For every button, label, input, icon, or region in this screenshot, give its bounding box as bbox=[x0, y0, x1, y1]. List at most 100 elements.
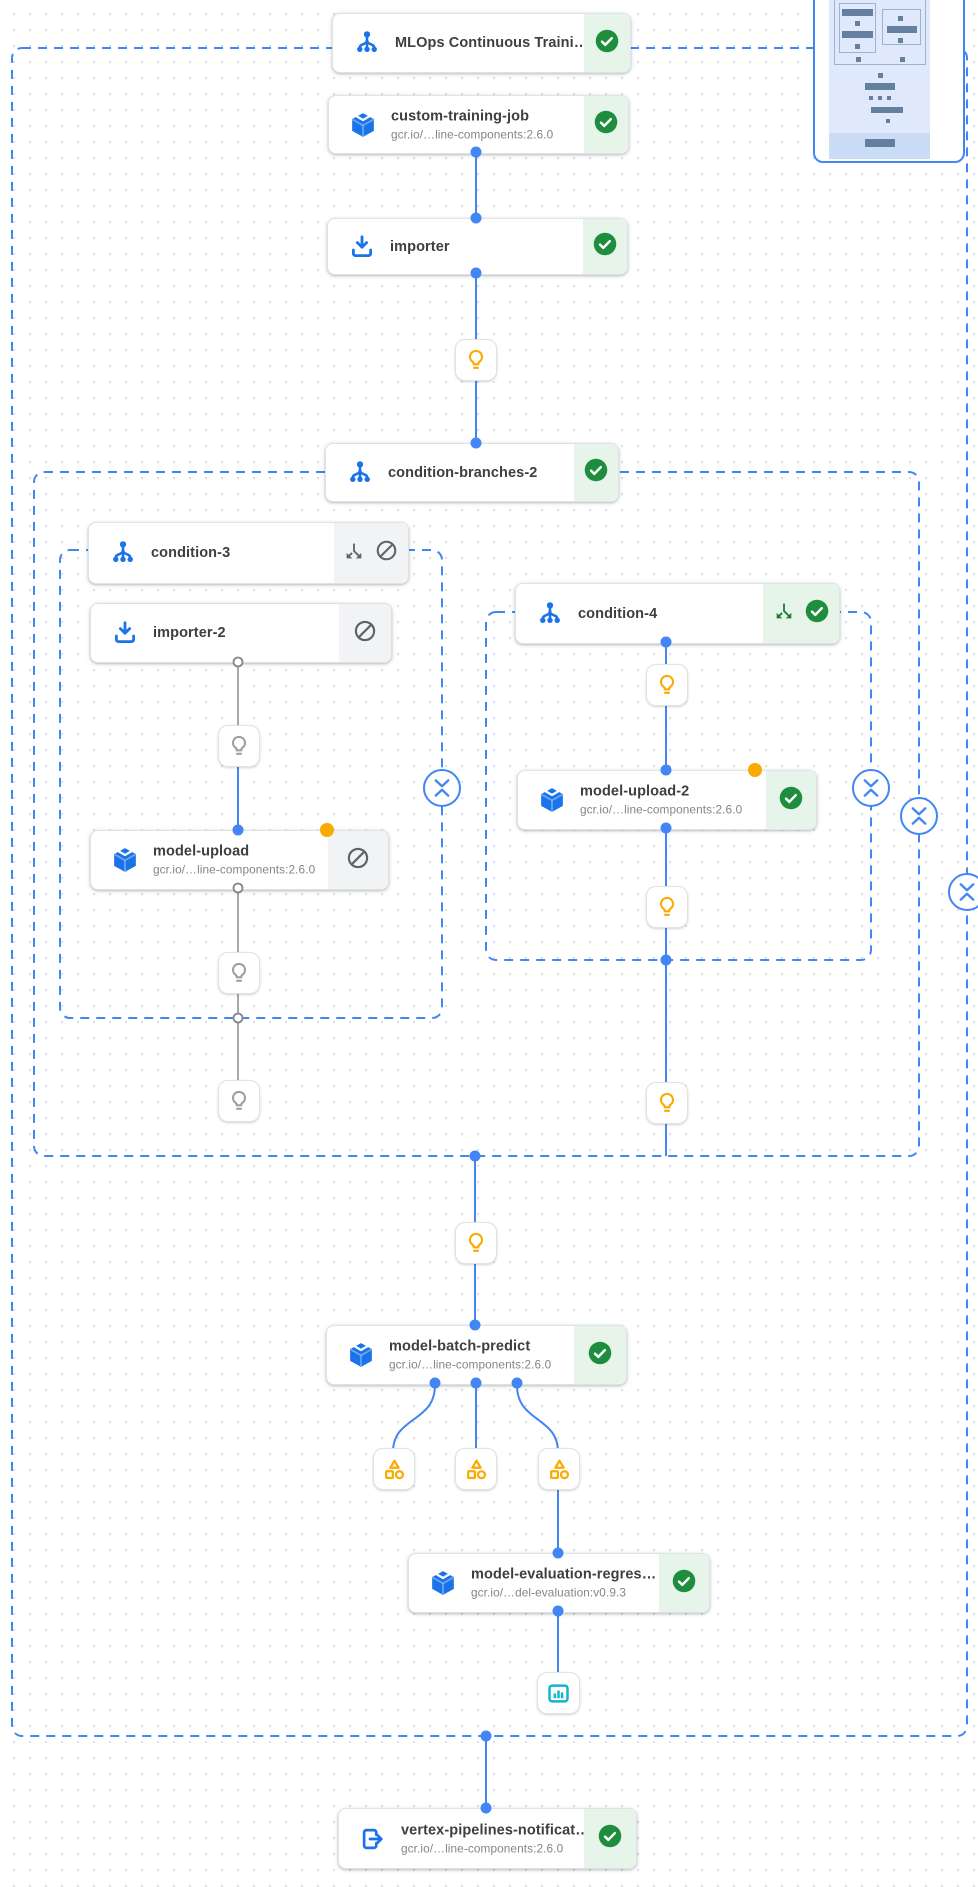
node-status-succeeded bbox=[584, 96, 628, 153]
blocked-icon bbox=[374, 538, 399, 568]
artifact-icon[interactable] bbox=[538, 1448, 580, 1490]
node-title: vertex-pipelines-notificat… bbox=[401, 1822, 590, 1838]
importer-icon bbox=[348, 233, 376, 261]
cube-component-icon bbox=[349, 111, 377, 139]
pipeline-node-condition-branches-2[interactable]: condition-branches-2 bbox=[325, 443, 619, 502]
condition-bulb-icon[interactable] bbox=[218, 1080, 260, 1122]
node-title: custom-training-job bbox=[391, 108, 530, 124]
condition-bulb-icon[interactable] bbox=[646, 1082, 688, 1124]
minimap-node bbox=[865, 83, 895, 90]
node-status-succeeded bbox=[583, 219, 627, 274]
pipeline-node-condition-4[interactable]: condition-4 bbox=[515, 583, 840, 644]
pipeline-node-condition-3[interactable]: condition-3 bbox=[88, 522, 409, 584]
pipeline-node-model-upload-2[interactable]: model-upload-2 gcr.io/…line-components:2… bbox=[517, 770, 817, 830]
minimap-node bbox=[856, 57, 861, 62]
condition-bulb-icon[interactable] bbox=[218, 725, 260, 767]
minimap[interactable] bbox=[813, 0, 965, 163]
node-status-skipped bbox=[334, 523, 408, 583]
node-title: model-upload-2 bbox=[580, 783, 690, 800]
expand-subdag-icon[interactable] bbox=[773, 600, 795, 627]
pipeline-node-custom-training-job[interactable]: custom-training-job gcr.io/…line-compone… bbox=[328, 95, 629, 154]
minimap-node bbox=[878, 96, 882, 100]
collapse-condition-3-button[interactable] bbox=[423, 769, 461, 807]
condition-bulb-icon[interactable] bbox=[646, 664, 688, 706]
minimap-node bbox=[900, 57, 905, 62]
pipeline-node-model-batch-predict[interactable]: model-batch-predict gcr.io/…line-compone… bbox=[326, 1325, 627, 1385]
unfold-less-icon bbox=[911, 807, 927, 825]
check-icon bbox=[778, 785, 804, 816]
check-icon bbox=[804, 598, 830, 629]
node-status-succeeded bbox=[584, 1809, 636, 1868]
minimap-node bbox=[842, 31, 873, 38]
pipeline-node-vertex-pipelines-notification[interactable]: vertex-pipelines-notificat… gcr.io/…line… bbox=[338, 1808, 637, 1869]
cube-component-icon bbox=[429, 1569, 457, 1597]
minimap-node bbox=[878, 73, 883, 78]
minimap-node bbox=[887, 26, 917, 33]
minimap-node bbox=[869, 96, 873, 100]
cube-component-icon bbox=[538, 786, 566, 814]
node-subtitle: gcr.io/…line-components:2.6.0 bbox=[389, 1357, 552, 1372]
node-title: model-upload bbox=[153, 843, 250, 860]
condition-fork-icon bbox=[536, 600, 564, 628]
unfold-less-icon bbox=[863, 779, 879, 797]
check-icon bbox=[583, 457, 609, 488]
check-icon bbox=[597, 1823, 623, 1854]
cube-component-icon bbox=[347, 1341, 375, 1369]
artifact-icon[interactable] bbox=[455, 1448, 497, 1490]
pipeline-node-importer-2[interactable]: importer-2 bbox=[90, 603, 392, 663]
blocked-icon bbox=[345, 845, 371, 876]
unfold-less-icon bbox=[434, 779, 450, 797]
condition-bulb-icon[interactable] bbox=[455, 339, 497, 381]
cube-component-icon bbox=[111, 846, 139, 874]
artifact-icon[interactable] bbox=[373, 1448, 415, 1490]
minimap-node bbox=[842, 9, 873, 16]
condition-fork-icon bbox=[109, 539, 137, 567]
check-icon bbox=[594, 28, 620, 59]
collapse-pipeline-root-button[interactable] bbox=[948, 873, 978, 911]
node-status-succeeded bbox=[766, 771, 816, 829]
node-status-succeeded bbox=[574, 444, 618, 501]
condition-fork-icon bbox=[346, 459, 374, 487]
node-title: importer-2 bbox=[153, 625, 226, 641]
node-subtitle: gcr.io/…line-components:2.6.0 bbox=[401, 1841, 564, 1855]
condition-fork-icon bbox=[353, 29, 381, 57]
pipeline-node-mlops-continuous-training[interactable]: MLOps Continuous Traini… bbox=[332, 13, 631, 73]
minimap-node bbox=[855, 44, 860, 49]
pipeline-node-importer[interactable]: importer bbox=[327, 218, 628, 275]
collapse-condition-branches-2-button[interactable] bbox=[900, 797, 938, 835]
pipeline-node-model-evaluation-regression[interactable]: model-evaluation-regres… gcr.io/…del-eva… bbox=[408, 1553, 710, 1613]
node-title: model-evaluation-regres… bbox=[471, 1566, 657, 1583]
check-icon bbox=[593, 109, 619, 140]
node-status-skipped bbox=[339, 604, 391, 662]
expand-subdag-icon[interactable] bbox=[343, 540, 365, 567]
condition-bulb-icon[interactable] bbox=[646, 886, 688, 928]
metrics-artifact-icon[interactable] bbox=[537, 1672, 580, 1714]
minimap-group-outline bbox=[882, 9, 921, 45]
condition-bulb-icon[interactable] bbox=[455, 1222, 497, 1264]
node-title: condition-branches-2 bbox=[388, 464, 538, 481]
importer-icon bbox=[111, 619, 139, 647]
node-subtitle: gcr.io/…line-components:2.6.0 bbox=[391, 127, 554, 141]
minimap-node bbox=[898, 16, 903, 21]
check-icon bbox=[671, 1568, 697, 1599]
collapse-condition-4-button[interactable] bbox=[852, 769, 890, 807]
check-icon bbox=[592, 231, 618, 262]
check-icon bbox=[587, 1340, 613, 1371]
node-title: condition-4 bbox=[578, 605, 658, 622]
node-status-succeeded bbox=[584, 14, 630, 72]
node-title: condition-3 bbox=[151, 545, 231, 561]
pipeline-node-model-upload[interactable]: model-upload gcr.io/…line-components:2.6… bbox=[90, 830, 389, 890]
minimap-node bbox=[898, 38, 903, 43]
node-status-succeeded bbox=[659, 1554, 709, 1612]
node-status-succeeded bbox=[574, 1326, 626, 1384]
minimap-node bbox=[871, 107, 903, 113]
node-subtitle: gcr.io/…line-components:2.6.0 bbox=[153, 862, 316, 877]
condition-bulb-icon[interactable] bbox=[218, 952, 260, 994]
minimap-node bbox=[886, 119, 890, 123]
node-title: importer bbox=[390, 238, 450, 255]
node-status-succeeded bbox=[763, 584, 839, 643]
node-title: MLOps Continuous Traini… bbox=[395, 35, 589, 51]
node-status-skipped bbox=[328, 831, 388, 889]
unfold-less-icon bbox=[959, 883, 975, 901]
